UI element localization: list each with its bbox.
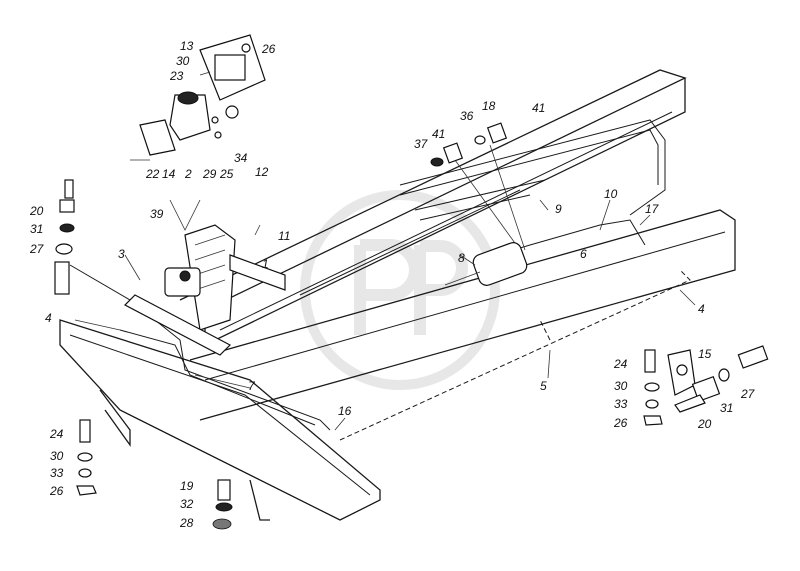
label-20-left: 20 (29, 204, 44, 218)
label-2: 2 (184, 167, 192, 181)
frame-rail-lower (59, 319, 381, 521)
label-33-right: 33 (614, 397, 628, 411)
label-27-left: 27 (29, 242, 45, 256)
label-14: 14 (162, 167, 176, 181)
label-12: 12 (255, 165, 269, 179)
hardware-bottom-left (76, 419, 97, 496)
callout-labels: 13 26 30 23 2 14 22 29 25 34 12 39 11 1 … (29, 39, 756, 530)
label-6: 6 (580, 247, 587, 261)
clutch-pedal-assembly (123, 224, 286, 356)
label-26-right: 26 (613, 416, 628, 430)
label-20-right: 20 (697, 417, 712, 431)
label-30-right: 30 (614, 379, 628, 393)
label-34: 34 (234, 151, 248, 165)
label-28: 28 (179, 516, 194, 530)
label-36: 36 (460, 109, 474, 123)
label-8: 8 (458, 251, 465, 265)
leader-lines (74, 199, 696, 431)
label-30: 30 (176, 54, 190, 68)
master-cylinder-exploded (130, 34, 266, 231)
label-33-left: 33 (50, 466, 64, 480)
hardware-left-stack (54, 179, 75, 295)
hardware-top-fittings (430, 122, 508, 167)
hardware-right (643, 345, 769, 426)
label-24-left: 24 (49, 427, 64, 441)
label-9: 9 (555, 202, 562, 216)
label-39: 39 (150, 207, 164, 221)
label-37: 37 (414, 137, 429, 151)
label-31-right: 31 (720, 401, 733, 415)
label-25: 25 (219, 167, 234, 181)
label-3: 3 (118, 247, 125, 261)
label-30-left: 30 (50, 449, 64, 463)
label-26: 26 (261, 42, 276, 56)
label-18: 18 (482, 99, 496, 113)
label-32: 32 (180, 497, 194, 511)
label-4-right: 4 (698, 302, 705, 316)
label-41-right: 41 (532, 101, 545, 115)
label-23: 23 (169, 69, 184, 83)
label-17: 17 (645, 202, 660, 216)
label-7: 7 (248, 379, 256, 393)
hardware-bottom-center (212, 479, 233, 530)
label-31-left: 31 (30, 222, 43, 236)
label-11: 11 (278, 229, 290, 243)
label-1: 1 (262, 257, 269, 271)
label-10: 10 (604, 187, 618, 201)
label-29: 29 (202, 167, 217, 181)
label-19: 19 (180, 479, 194, 493)
clutch-booster (414, 179, 546, 286)
label-13: 13 (180, 39, 194, 53)
label-24-right: 24 (613, 357, 628, 371)
watermark-logo (300, 190, 500, 390)
label-16: 16 (338, 404, 352, 418)
label-41-top: 41 (432, 127, 445, 141)
label-27-right: 27 (740, 387, 756, 401)
label-26-left: 26 (49, 484, 64, 498)
label-22: 22 (145, 167, 160, 181)
label-4-left: 4 (45, 311, 52, 325)
label-5: 5 (540, 379, 547, 393)
label-15: 15 (698, 347, 712, 361)
